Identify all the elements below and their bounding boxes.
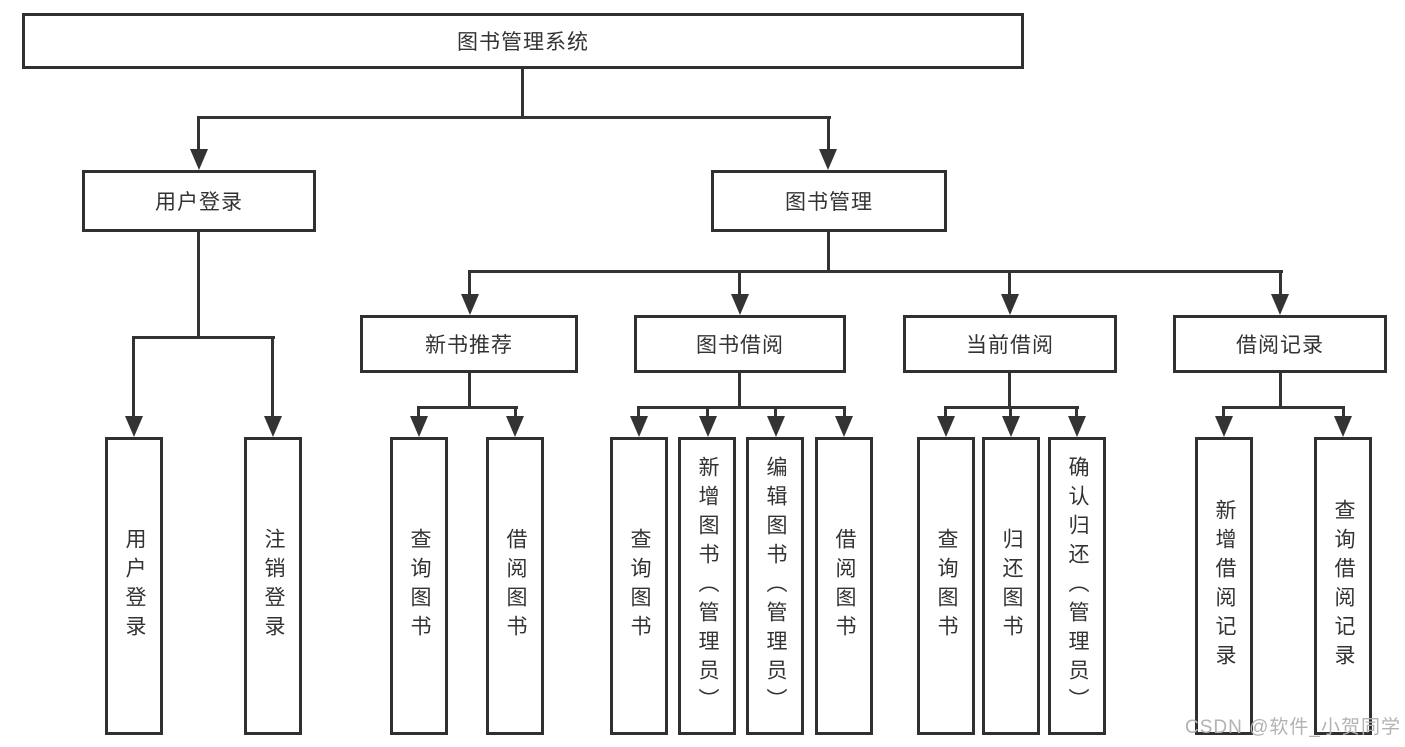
arrowhead-down-icon: [1002, 416, 1020, 437]
connector-segment: [1075, 406, 1078, 419]
connector-segment: [843, 406, 846, 419]
arrowhead-down-icon: [1334, 416, 1352, 437]
arrowhead-down-icon: [264, 416, 282, 437]
connector-segment: [197, 116, 200, 152]
connector-segment: [417, 406, 420, 419]
leaf-return-books: 归还图书: [982, 437, 1040, 735]
node-library-management-system: 图书管理系统: [22, 13, 1024, 69]
connector-segment: [132, 336, 275, 339]
connector-segment: [774, 406, 777, 419]
connector-segment: [1008, 373, 1011, 409]
arrowhead-down-icon: [125, 416, 143, 437]
connector-segment: [1342, 406, 1345, 419]
connector-segment: [468, 373, 471, 409]
node-borrowing-records: 借阅记录: [1173, 315, 1387, 373]
connector-segment: [827, 116, 830, 152]
arrowhead-down-icon: [1215, 416, 1233, 437]
connector-segment: [468, 270, 471, 297]
connector-segment: [1279, 373, 1282, 409]
arrowhead-down-icon: [1068, 416, 1086, 437]
node-new-book-recommendation: 新书推荐: [360, 315, 578, 373]
node-label: 新增图书（管理员）: [696, 455, 719, 717]
node-book-management: 图书管理: [711, 170, 947, 232]
connector-segment: [468, 270, 1283, 273]
node-label: 新增借阅记录: [1213, 499, 1236, 673]
node-label: 借阅记录: [1236, 334, 1324, 357]
leaf-user-login: 用户登录: [105, 437, 163, 735]
connector-segment: [521, 69, 524, 118]
connector-segment: [514, 406, 517, 419]
leaf-borrow-books-recommend: 借阅图书: [486, 437, 544, 735]
arrowhead-down-icon: [835, 416, 853, 437]
connector-segment: [827, 232, 830, 273]
connector-segment: [1008, 270, 1011, 297]
connector-segment: [417, 406, 518, 409]
connector-segment: [738, 373, 741, 409]
node-label: 编辑图书（管理员）: [764, 455, 787, 717]
arrowhead-down-icon: [1271, 294, 1289, 315]
arrowhead-down-icon: [767, 416, 785, 437]
node-label: 借阅图书: [833, 528, 856, 644]
connector-segment: [1009, 406, 1012, 419]
arrowhead-down-icon: [1001, 294, 1019, 315]
arrowhead-down-icon: [731, 294, 749, 315]
arrowhead-down-icon: [461, 294, 479, 315]
leaf-query-books-borrowing: 查询图书: [610, 437, 668, 735]
node-label: 当前借阅: [966, 334, 1054, 357]
arrowhead-down-icon: [819, 149, 837, 170]
connector-segment: [1222, 406, 1345, 409]
arrowhead-down-icon: [937, 416, 955, 437]
arrowhead-down-icon: [190, 149, 208, 170]
connector-segment: [706, 406, 709, 419]
node-user-login: 用户登录: [82, 170, 316, 232]
leaf-borrow-books: 借阅图书: [815, 437, 873, 735]
node-label: 查询图书: [408, 528, 431, 644]
node-label: 借阅图书: [504, 528, 527, 644]
leaf-confirm-return-admin: 确认归还（管理员）: [1048, 437, 1106, 735]
node-current-borrowing: 当前借阅: [903, 315, 1117, 373]
node-label: 图书管理: [785, 191, 873, 214]
leaf-edit-books-admin: 编辑图书（管理员）: [746, 437, 804, 735]
connector-segment: [738, 270, 741, 297]
connector-segment: [637, 406, 846, 409]
node-label: 用户登录: [123, 528, 146, 644]
leaf-logout: 注销登录: [244, 437, 302, 735]
leaf-query-books-current: 查询图书: [917, 437, 975, 735]
connector-segment: [944, 406, 947, 419]
leaf-add-books-admin: 新增图书（管理员）: [678, 437, 736, 735]
connector-segment: [197, 232, 200, 339]
connector-segment: [271, 336, 274, 419]
csdn-watermark: CSDN @软件_小贺同学: [1185, 717, 1401, 738]
connector-segment: [1279, 270, 1282, 297]
node-label: 查询图书: [935, 528, 958, 644]
leaf-query-books-recommend: 查询图书: [390, 437, 448, 735]
node-label: 图书借阅: [696, 334, 784, 357]
arrowhead-down-icon: [506, 416, 524, 437]
connector-segment: [132, 336, 135, 419]
connector-segment: [1222, 406, 1225, 419]
arrowhead-down-icon: [630, 416, 648, 437]
arrowhead-down-icon: [410, 416, 428, 437]
arrowhead-down-icon: [699, 416, 717, 437]
node-label: 查询图书: [628, 528, 651, 644]
node-label: 确认归还（管理员）: [1066, 455, 1089, 717]
leaf-add-borrow-record: 新增借阅记录: [1195, 437, 1253, 735]
node-label: 归还图书: [1000, 528, 1023, 644]
leaf-query-borrow-record: 查询借阅记录: [1314, 437, 1372, 735]
node-label: 注销登录: [262, 528, 285, 644]
node-label: 图书管理系统: [457, 31, 589, 54]
connector-segment: [197, 116, 831, 119]
node-label: 查询借阅记录: [1332, 499, 1355, 673]
node-book-borrowing: 图书借阅: [634, 315, 846, 373]
connector-segment: [637, 406, 640, 419]
node-label: 新书推荐: [425, 334, 513, 357]
node-label: 用户登录: [155, 191, 243, 214]
